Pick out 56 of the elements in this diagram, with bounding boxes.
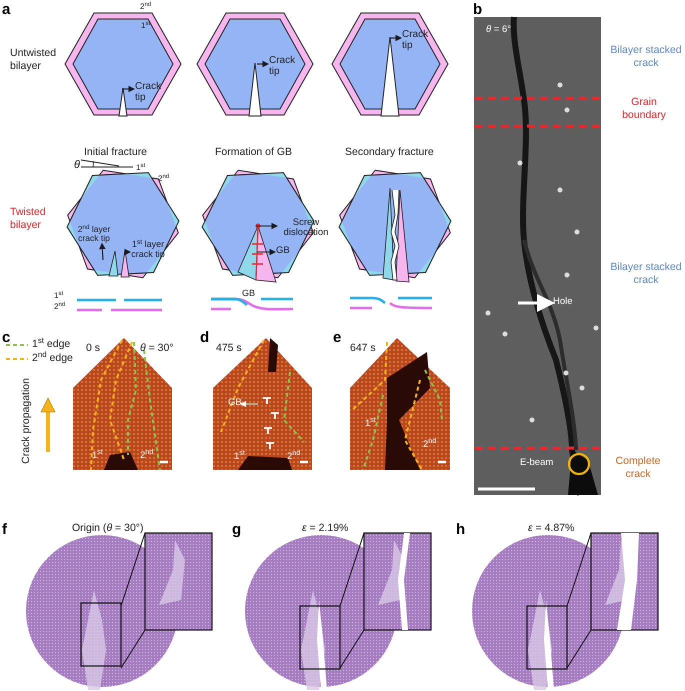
layer-label: 2$^{nd}$ <box>140 3 152 11</box>
time-label: 0 s <box>86 342 100 356</box>
layer-label: 2$^{nd}$ <box>140 451 154 460</box>
angle-label: θ = 6° <box>486 25 512 34</box>
callout-text: Crack tip <box>269 55 299 77</box>
arrow <box>99 242 106 260</box>
panel-letter: a <box>2 2 10 17</box>
callout-text: GB <box>276 246 290 256</box>
layer-label: 1$^{st}$ <box>141 22 150 30</box>
arrow <box>390 34 402 42</box>
column-title: Initial fracture <box>84 146 148 160</box>
region-label: Complete crack <box>614 455 662 482</box>
legend-text: 1$^{st}$ edge <box>32 338 70 351</box>
panel-letter: h <box>456 522 466 537</box>
region-label: Grain boundary <box>621 96 667 122</box>
panel-title: ε = 4.87% <box>528 522 574 536</box>
panel-letter: g <box>232 522 242 537</box>
axis-label: Crack propagation <box>20 378 33 464</box>
layer-label: 1$^{st}$ <box>234 452 245 462</box>
panel-letter: c <box>2 330 10 345</box>
column-title: Formation of GB <box>215 146 292 160</box>
region-label: Bilayer stacked crack <box>609 261 683 288</box>
beam-label: E-beam <box>520 458 554 468</box>
arrow <box>257 60 270 68</box>
arrow <box>240 400 258 408</box>
angle-label: θ = 30° <box>140 342 174 356</box>
time-label: 647 s <box>350 342 376 356</box>
layer-label: 2$^{nd}$ <box>287 452 300 462</box>
callout-text: GB <box>228 398 242 408</box>
arrow <box>256 222 278 230</box>
arrow <box>518 294 555 312</box>
row-label: Untwisted bilayer <box>10 47 58 74</box>
panel-letter: f <box>2 522 7 537</box>
panel-title: ε = 2.19% <box>302 522 348 536</box>
layer-label: 1$^{st}$ <box>54 292 64 300</box>
layer-label: 2$^{nd}$ <box>54 303 66 311</box>
row-label: Twisted bilayer <box>10 206 47 232</box>
callout-text: 2$^{nd}$ layer crack tip <box>76 225 112 244</box>
boundary-label: GB <box>242 289 256 298</box>
angle-label: θ <box>74 160 80 171</box>
region-label: Bilayer stacked crack <box>609 44 683 70</box>
layer-label: 1$^{st}$ <box>136 164 146 172</box>
arrow <box>257 248 276 256</box>
panel-title: Origin (θ = 30°) <box>72 522 144 536</box>
layer-label: 1$^{st}$ <box>365 419 376 428</box>
layer-label: 2$^{nd}$ <box>423 440 436 450</box>
time-label: 475 s <box>216 342 242 356</box>
arrow <box>122 86 136 92</box>
panel-letter: b <box>473 2 482 17</box>
arrow <box>124 248 132 256</box>
layer-label: 1$^{st}$ <box>92 451 103 460</box>
panel-letter: e <box>333 330 342 345</box>
column-title: Secondary fracture <box>345 146 434 160</box>
callout-text: Hole <box>553 297 573 308</box>
panel-letter: d <box>200 330 210 345</box>
legend-text: 2$^{nd}$ edge <box>32 352 73 366</box>
